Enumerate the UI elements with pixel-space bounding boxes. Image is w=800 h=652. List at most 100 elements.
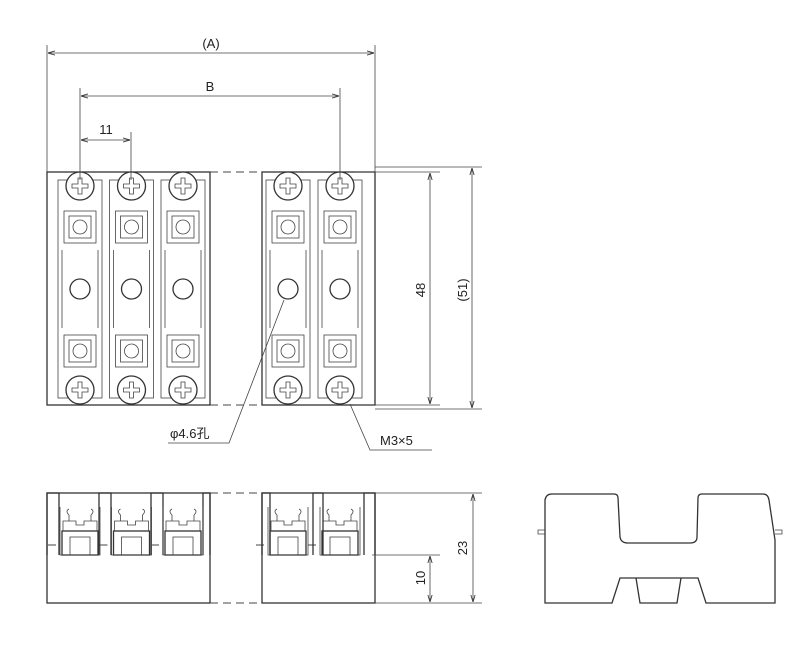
screw-head: [65, 375, 95, 405]
terminal-window: [121, 536, 142, 556]
clamp-screw: [280, 219, 296, 235]
screw-head: [168, 171, 198, 201]
terminal-spring: [270, 508, 306, 531]
terminal-spring: [322, 508, 358, 531]
cross-recess-icon: [71, 381, 89, 399]
dimension-mounting-pitch: B: [79, 79, 341, 180]
separator-rib: [312, 492, 324, 555]
clamp-screw: [332, 343, 348, 359]
mount-hole: [172, 278, 194, 300]
cross-recess-icon: [174, 177, 192, 195]
separator-rib: [98, 492, 112, 555]
terminal-clamp-front: [112, 530, 151, 556]
clamp-screw: [175, 343, 191, 359]
clamp-screw: [72, 343, 88, 359]
terminal-spring: [165, 508, 201, 531]
clamp-screw: [72, 219, 88, 235]
clamp: [63, 334, 97, 368]
clamp: [323, 334, 357, 368]
clamp: [166, 334, 200, 368]
separator-rib: [150, 492, 164, 555]
dimension-a-label: (A): [202, 36, 219, 51]
separator-rib: [261, 492, 271, 555]
clamp: [63, 210, 97, 244]
side-view: [537, 493, 783, 604]
dimension-10-label: 10: [413, 571, 428, 585]
clamp: [115, 210, 148, 244]
block-body-front: [46, 492, 211, 604]
terminal-clamp-front: [321, 530, 359, 556]
clamp-inner: [120, 339, 143, 363]
clamp-inner: [328, 215, 352, 239]
separator-rib: [46, 492, 60, 555]
cross-recess-icon: [331, 381, 349, 399]
dimension-overall-length: (A): [46, 36, 376, 172]
screw-head: [168, 375, 198, 405]
mount-hole: [277, 278, 299, 300]
terminal-pocket: [162, 507, 204, 556]
top-view: [46, 171, 376, 406]
dimension-hole-span: 48: [355, 171, 440, 406]
terminal-clamp-front: [61, 530, 99, 556]
screw-head: [273, 171, 303, 201]
clamp-screw: [332, 219, 348, 235]
clamp: [115, 334, 148, 368]
mount-hole: [120, 278, 143, 300]
clamp: [323, 210, 357, 244]
screw-head: [116, 375, 147, 405]
dimension-23-label: 23: [455, 541, 470, 555]
clamp-inner: [68, 339, 92, 363]
terminal-pocket: [319, 507, 361, 556]
screw-label: M3×5: [380, 433, 413, 448]
separator-rib: [202, 492, 211, 555]
cross-recess-icon: [279, 381, 297, 399]
screw-head: [116, 171, 147, 201]
terminal-spring: [114, 508, 149, 531]
clamp-screw: [124, 343, 139, 359]
cross-recess-icon: [123, 177, 140, 195]
terminal-window: [69, 536, 91, 556]
separator-rib: [363, 492, 376, 555]
mount-hole: [69, 278, 91, 300]
dimension-height: 23: [375, 492, 482, 604]
dimension-51-label: (51): [455, 278, 470, 301]
dimension-terminal-height: 10: [372, 554, 440, 602]
clamp-screw: [175, 219, 191, 235]
dimension-b-label: B: [206, 79, 215, 94]
terminal-window: [172, 536, 194, 556]
clamp-inner: [276, 339, 300, 363]
terminal-pocket: [267, 507, 309, 556]
clamp-screw: [124, 219, 139, 235]
clamp: [271, 334, 305, 368]
terminal-clamp-front: [164, 530, 202, 556]
terminal-window: [329, 536, 351, 556]
dimension-pole-pitch: 11: [81, 122, 132, 180]
dimension-11-label: 11: [99, 122, 113, 137]
mount-hole-label: φ4.6孔: [170, 426, 210, 441]
cross-recess-icon: [71, 177, 89, 195]
front-view: [46, 492, 376, 604]
callout-screw: M3×5: [349, 403, 432, 451]
cross-recess-icon: [174, 381, 192, 399]
cross-recess-icon: [123, 381, 140, 399]
cross-recess-icon: [331, 177, 349, 195]
clamp-inner: [171, 215, 195, 239]
clamp-inner: [120, 215, 143, 239]
clamp-inner: [328, 339, 352, 363]
dimension-48-label: 48: [413, 283, 428, 297]
clamp: [271, 210, 305, 244]
clamp-inner: [276, 215, 300, 239]
clamp-screw: [280, 343, 296, 359]
clamp-inner: [171, 339, 195, 363]
terminal-window: [277, 536, 299, 556]
mount-hole: [329, 278, 351, 300]
terminal-spring: [62, 508, 98, 531]
block-body: [261, 171, 376, 406]
dimension-overall-width: (51): [375, 166, 482, 410]
terminal-pocket: [59, 507, 101, 556]
clamp: [166, 210, 200, 244]
terminal-pocket: [111, 507, 152, 556]
screw-head: [325, 375, 355, 405]
callout-mount-hole: φ4.6孔: [168, 299, 285, 444]
